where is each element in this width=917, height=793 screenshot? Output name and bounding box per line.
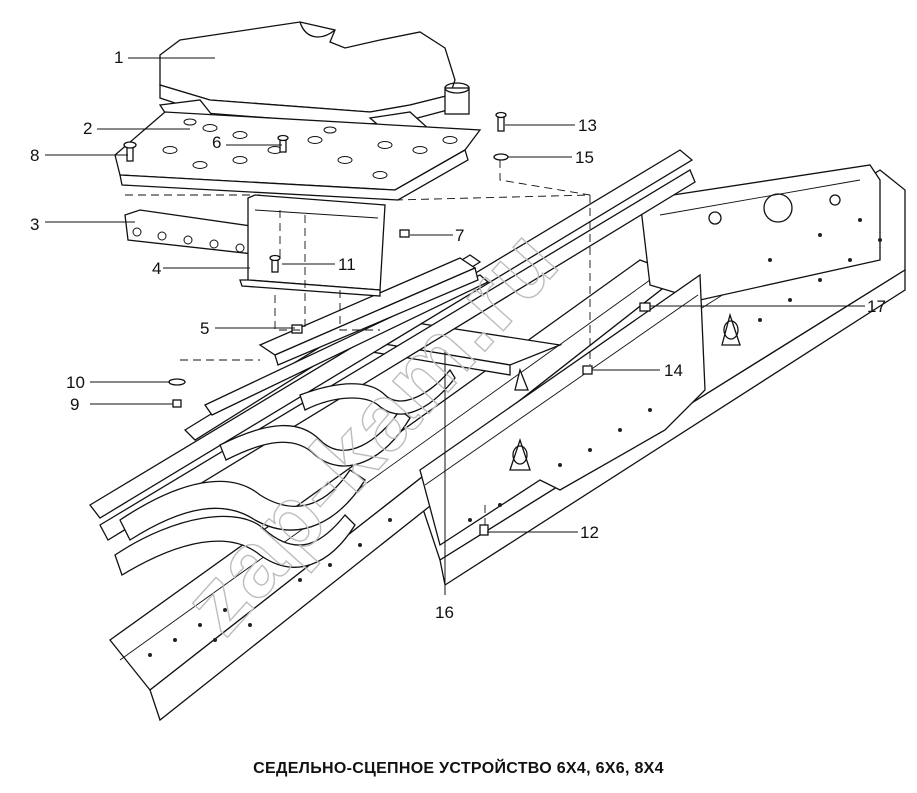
frame-rear-crossmember	[639, 164, 881, 301]
callout-4: 4	[152, 259, 161, 278]
mounting-angle-bracket-right	[419, 273, 706, 547]
mounting-angle-bracket-left	[258, 257, 479, 366]
callout-2: 2	[83, 119, 92, 138]
callout-14: 14	[664, 361, 683, 380]
callout-16: 16	[435, 603, 454, 622]
callout-15: 15	[575, 148, 594, 167]
callout-9: 9	[70, 395, 79, 414]
callout-8: 8	[30, 146, 39, 165]
callout-1: 1	[114, 48, 123, 67]
callout-3: 3	[30, 215, 39, 234]
callout-10: 10	[66, 373, 85, 392]
diagram-title: СЕДЕЛЬНО-СЦЕПНОЕ УСТРОЙСТВО 6X4, 6X6, 8X…	[253, 760, 664, 777]
mounting-plate	[114, 111, 482, 201]
callout-11: 11	[338, 255, 356, 274]
fasteners	[123, 111, 651, 536]
bracket-lugs	[509, 312, 741, 471]
frame-rivet-holes	[148, 218, 882, 657]
assembly-guide-lines	[125, 160, 591, 525]
callout-12: 12	[580, 523, 599, 542]
callout-5: 5	[200, 319, 209, 338]
side-bracket	[124, 209, 266, 256]
callout-labels: 1 2 3 4 5 6 7 8 9 10 11 12 13 14 15 16 1…	[30, 48, 886, 622]
callout-7: 7	[455, 226, 464, 245]
callout-6: 6	[212, 133, 221, 152]
callout-17: 17	[867, 297, 886, 316]
callout-13: 13	[578, 116, 597, 135]
callout-leaders	[45, 57, 865, 595]
frame-lower-crossmembers	[114, 368, 456, 576]
support-bracket	[239, 194, 386, 297]
